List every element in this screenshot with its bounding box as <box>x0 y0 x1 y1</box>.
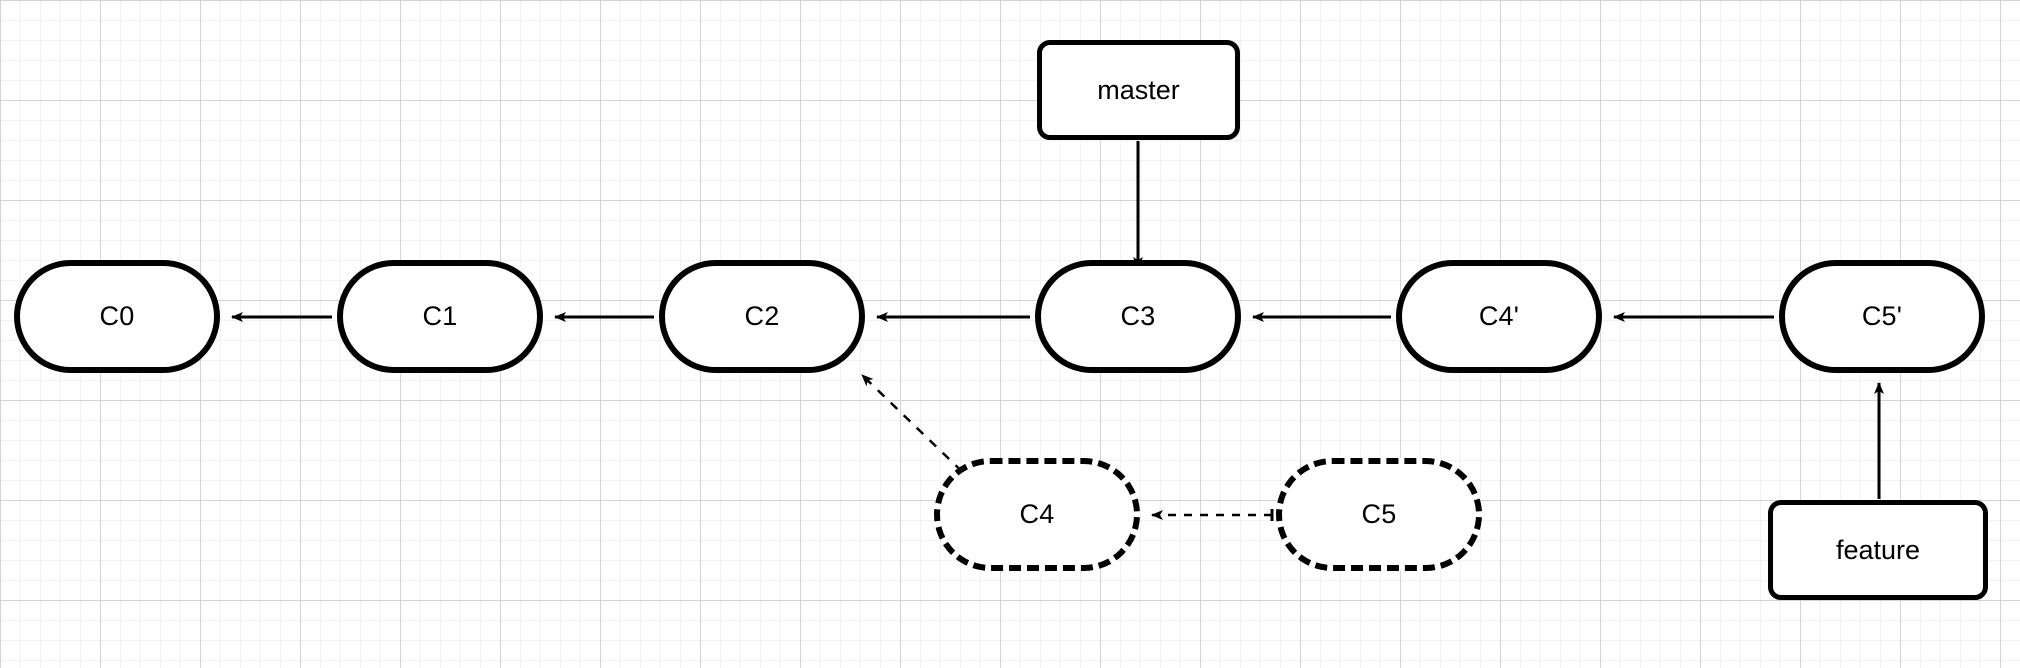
commit-label: C0 <box>99 301 135 331</box>
commit-label: C1 <box>422 301 458 331</box>
commit-node-c5-prime[interactable]: C5' <box>1779 260 1985 373</box>
commit-label: C3 <box>1120 301 1156 331</box>
commit-label: C5' <box>1861 301 1903 331</box>
commit-node-c2[interactable]: C2 <box>659 260 865 373</box>
commit-node-c0[interactable]: C0 <box>14 260 220 373</box>
commit-label: C2 <box>744 301 780 331</box>
commit-label: C4' <box>1478 301 1520 331</box>
commit-node-c3[interactable]: C3 <box>1035 260 1241 373</box>
commit-node-c4-obsolete[interactable]: C4 <box>934 458 1140 571</box>
branch-label-text: feature <box>1835 534 1921 565</box>
commit-node-c4-prime[interactable]: C4' <box>1396 260 1602 373</box>
branch-label-text: master <box>1097 74 1180 105</box>
branch-label-feature[interactable]: feature <box>1768 500 1988 600</box>
commit-node-c1[interactable]: C1 <box>337 260 543 373</box>
commit-node-c5-obsolete[interactable]: C5 <box>1276 458 1482 571</box>
branch-label-master[interactable]: master <box>1037 40 1240 140</box>
commit-label: C5 <box>1361 499 1397 529</box>
commit-label: C4 <box>1019 499 1055 529</box>
